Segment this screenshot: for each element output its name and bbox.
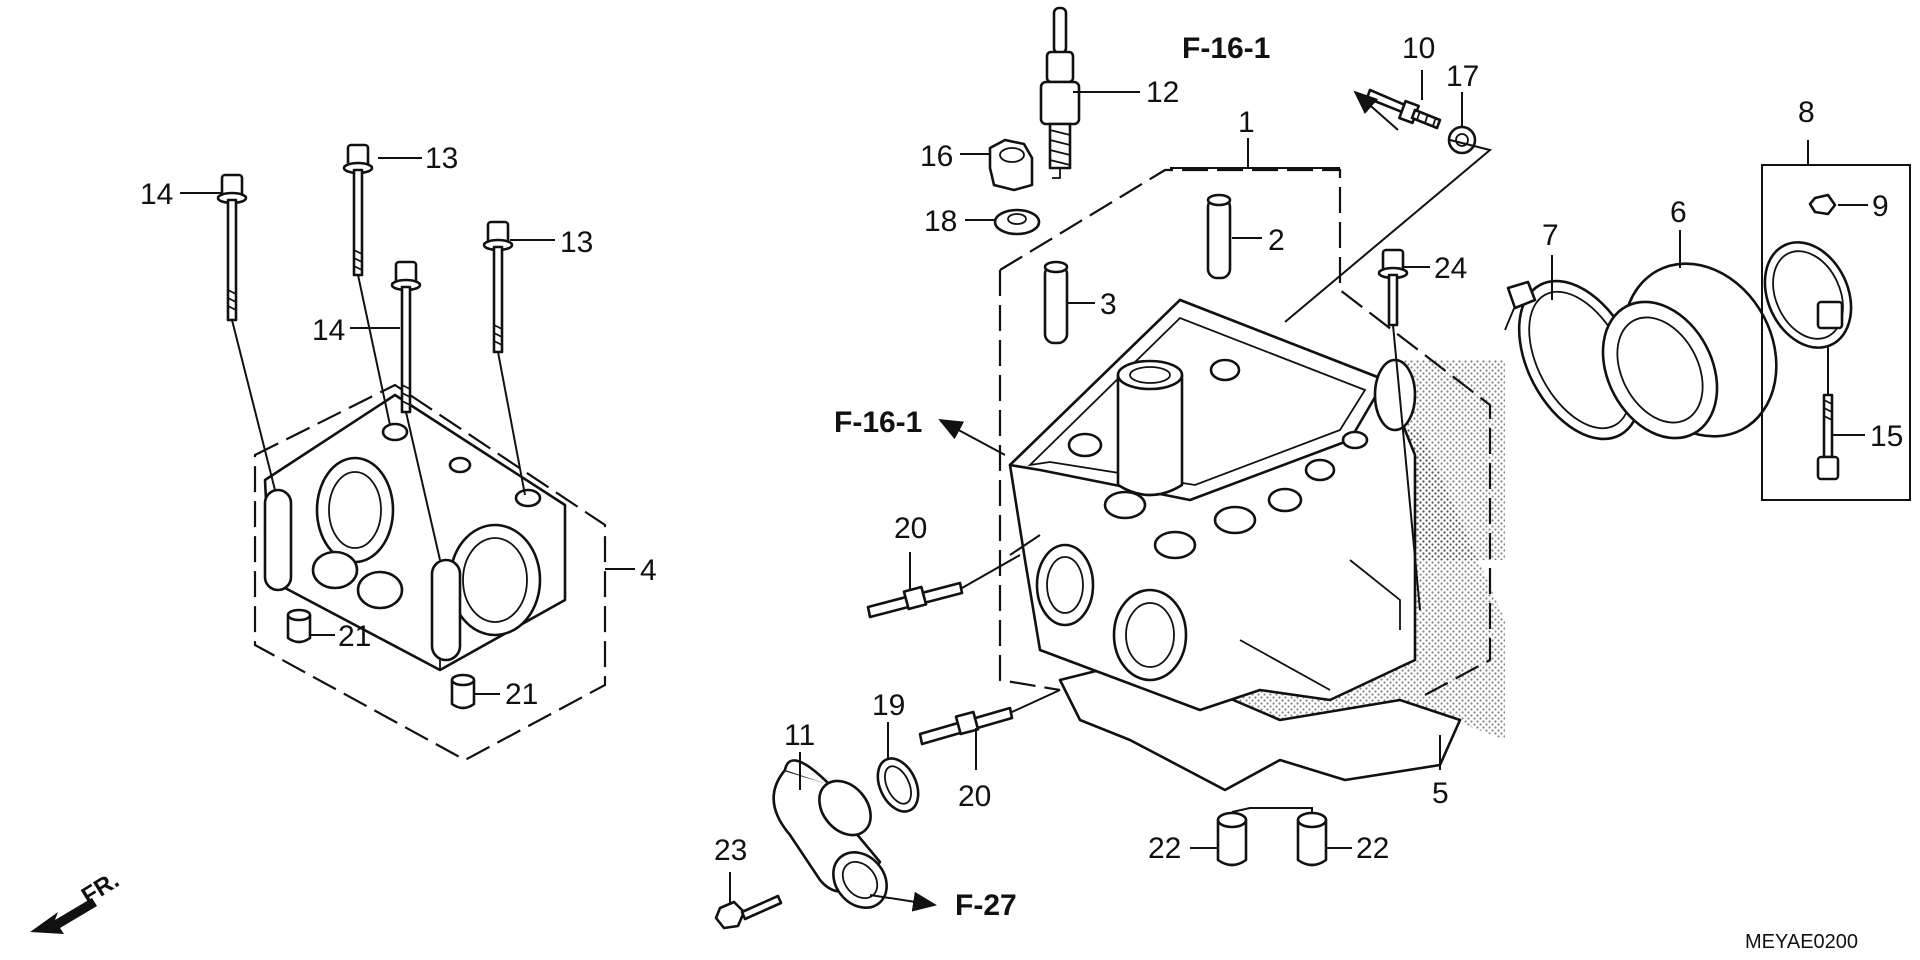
- label-7: 7: [1542, 219, 1559, 252]
- bolt-14a[interactable]: [216, 173, 276, 491]
- insulator-6[interactable]: [1580, 237, 1806, 464]
- screw-23[interactable]: [714, 894, 783, 930]
- stud-bolt-20b[interactable]: [918, 689, 1061, 746]
- clamp-group-8: [1761, 140, 1911, 501]
- front-direction-arrow: FR.: [30, 867, 124, 934]
- ref-f-16-1-left[interactable]: F-16-1: [834, 406, 922, 439]
- dowel-pin-21b[interactable]: [450, 673, 476, 710]
- dowel-pin-22-leader: [1231, 807, 1313, 813]
- ref-f-27[interactable]: F-27: [955, 889, 1017, 922]
- clamp-group-box: [1761, 164, 1911, 501]
- cylinder-head[interactable]: [1008, 298, 1505, 792]
- camshaft-holder[interactable]: [263, 393, 567, 672]
- dowel-pin-21a[interactable]: [286, 608, 312, 644]
- bolt-14b[interactable]: [390, 260, 441, 561]
- diagram-code: MEYAE0200: [1745, 931, 1858, 953]
- ref-f-16-1-top[interactable]: F-16-1: [1182, 32, 1270, 65]
- label-6: 6: [1670, 196, 1687, 229]
- label-18: 18: [924, 205, 957, 238]
- label-1: 1: [1238, 106, 1255, 139]
- label-24: 24: [1434, 252, 1467, 285]
- label-3: 3: [1100, 288, 1117, 321]
- label-10: 10: [1402, 32, 1435, 65]
- label-12: 12: [1146, 76, 1179, 109]
- bolt-13b[interactable]: [482, 220, 526, 496]
- bolt-10-leader: [1284, 139, 1493, 323]
- label-21a: 21: [338, 620, 371, 653]
- label-20b: 20: [958, 780, 991, 813]
- label-11: 11: [784, 719, 815, 752]
- leader-lines: [180, 70, 1868, 912]
- bolt-10[interactable]: [1365, 88, 1442, 130]
- bolt-13a[interactable]: [342, 143, 391, 426]
- band-clamp[interactable]: [1749, 228, 1868, 362]
- label-20a: 20: [894, 512, 927, 545]
- o-ring-19[interactable]: [870, 752, 926, 818]
- valve-guide-3[interactable]: [1043, 260, 1069, 345]
- label-22a: 22: [1148, 832, 1181, 865]
- nut-16[interactable]: [988, 138, 1034, 192]
- label-15: 15: [1870, 420, 1903, 453]
- label-13a: 13: [425, 142, 458, 175]
- label-23: 23: [714, 834, 747, 867]
- breather-joint-11[interactable]: [772, 759, 898, 918]
- label-9: 9: [1872, 190, 1889, 223]
- camshaft-holder-outline: [253, 383, 607, 762]
- label-14b: 14: [312, 314, 345, 347]
- dowel-pin-22b[interactable]: [1296, 811, 1328, 867]
- nut-9[interactable]: [1808, 193, 1837, 216]
- label-17: 17: [1446, 60, 1479, 93]
- label-8: 8: [1798, 96, 1815, 129]
- label-16: 16: [920, 140, 953, 173]
- label-4: 4: [640, 554, 657, 587]
- label-21b: 21: [505, 678, 538, 711]
- stud-bolt-20a[interactable]: [866, 554, 1021, 619]
- dowel-pin-22a[interactable]: [1216, 811, 1248, 867]
- bolt-24[interactable]: [1377, 248, 1421, 611]
- cylinder-head-group: [866, 138, 1505, 792]
- label-22b: 22: [1356, 832, 1389, 865]
- camshaft-holder-group: [216, 143, 607, 762]
- label-2: 2: [1268, 224, 1285, 257]
- label-19: 19: [872, 689, 905, 722]
- valve-guide-2[interactable]: [1206, 193, 1232, 280]
- label-14a: 14: [140, 178, 173, 211]
- washer-18[interactable]: [993, 208, 1041, 236]
- spark-plug[interactable]: [1039, 6, 1081, 179]
- label-5: 5: [1432, 777, 1449, 810]
- bolt-15[interactable]: [1816, 345, 1840, 481]
- label-13b: 13: [560, 226, 593, 259]
